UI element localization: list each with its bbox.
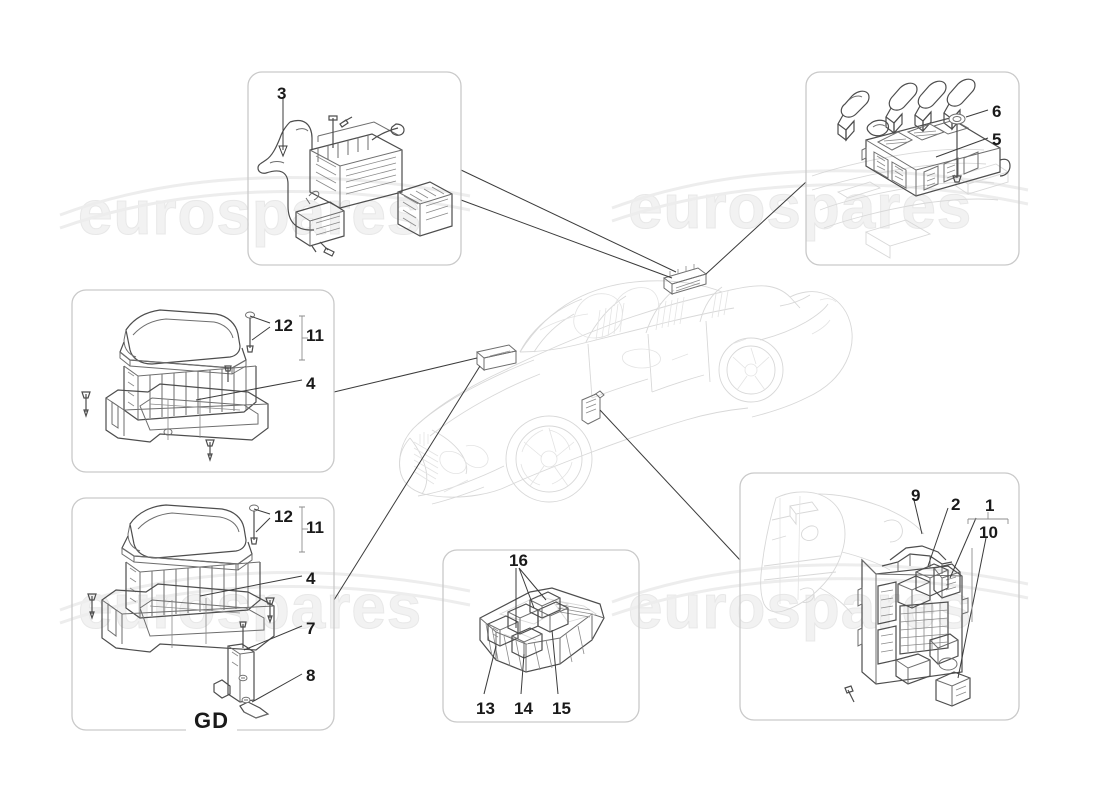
panel-airbag-module-upper [71, 289, 335, 473]
screw-left-lower [87, 593, 97, 620]
callout-9: 9 [911, 486, 921, 505]
screw-extra [224, 365, 232, 382]
support-bracket [213, 621, 270, 719]
relay-13 [487, 615, 519, 647]
panel-airbag-module-lower [71, 497, 335, 731]
fuse-box-drawing [760, 491, 971, 707]
pillar-component-target [581, 390, 605, 425]
relay-box-drawing [479, 587, 605, 673]
leader-lines-group [333, 169, 807, 601]
callout-12-upper: 12 [274, 316, 293, 335]
callout-1: 1 [985, 496, 995, 515]
callout-11-lower: 11 [306, 518, 324, 537]
callout-6: 6 [992, 102, 1002, 121]
control-module-drawing [811, 78, 1011, 259]
callout-5: 5 [992, 130, 1002, 149]
cap-item-10 [935, 671, 971, 707]
roof-component-target [662, 264, 708, 295]
callout-4-lower: 4 [306, 569, 316, 588]
screw-item-12 [245, 311, 255, 353]
panel-fuse-box [739, 472, 1020, 721]
vehicle-illustration [399, 264, 853, 505]
watermark-swoosh-group [59, 169, 1029, 625]
screw-left [81, 391, 91, 418]
callout-7: 7 [306, 619, 316, 638]
fuse-box-body [857, 545, 969, 685]
connector-harness [837, 78, 976, 142]
module-upper-drawing [81, 309, 269, 462]
panel-control-module [805, 71, 1020, 266]
callout-14: 14 [514, 699, 533, 718]
callout-2: 2 [951, 495, 961, 514]
bolt-item-6 [948, 113, 966, 183]
callout-12-lower: 12 [274, 507, 293, 526]
relay-holder-drawing [257, 115, 453, 257]
module-lower-drawing [87, 504, 275, 719]
screw-fusebox [844, 685, 855, 703]
callout-3: 3 [277, 84, 287, 103]
front-component-target [475, 344, 518, 372]
callout-16: 16 [509, 551, 528, 570]
gd-label: GD [186, 708, 237, 734]
callout-10: 10 [979, 523, 998, 542]
callout-15: 15 [552, 699, 571, 718]
callout-4-upper: 4 [306, 374, 316, 393]
callout-13: 13 [476, 699, 495, 718]
callout-11-upper: 11 [306, 326, 324, 345]
relay-extra [529, 591, 561, 619]
screw-right-lower [265, 597, 275, 624]
screw-bottom [205, 439, 215, 462]
panel-relay-box [442, 549, 640, 723]
panel-relay-bracket [247, 71, 462, 266]
screw-item-12-lower [249, 504, 259, 545]
callout-8: 8 [306, 666, 316, 685]
